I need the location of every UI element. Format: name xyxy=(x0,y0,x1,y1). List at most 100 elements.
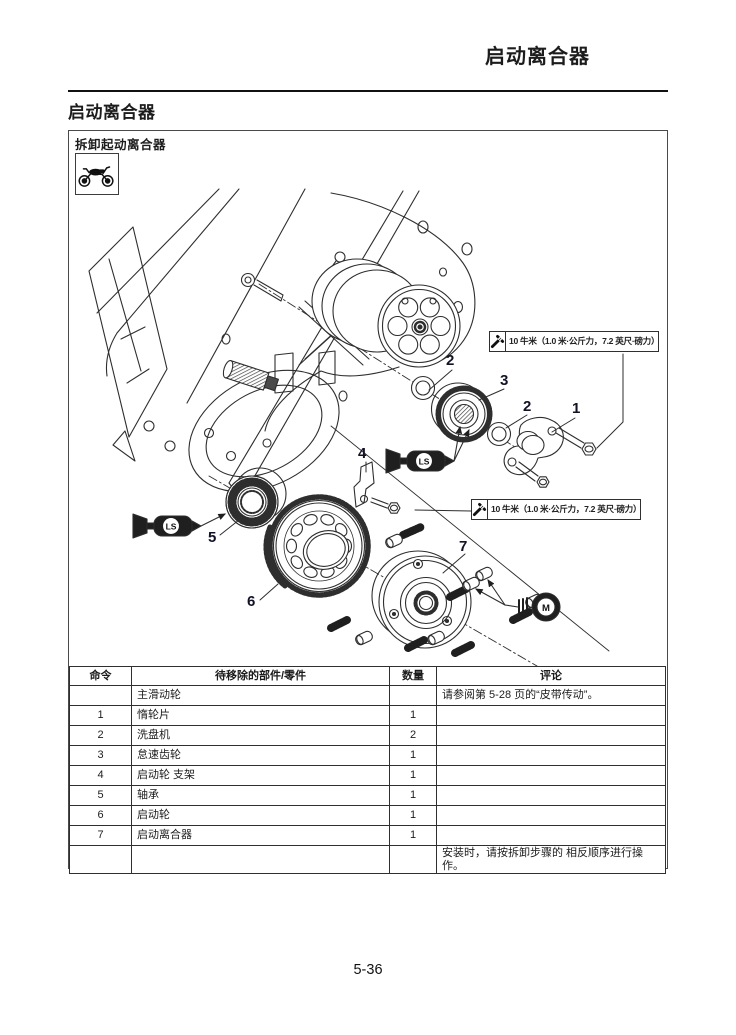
callout-5: 5 xyxy=(208,529,217,546)
lubricant-m-label: M xyxy=(542,603,550,614)
lubricant-ls-left: LS xyxy=(132,513,226,539)
needle-bearing xyxy=(225,467,287,529)
torque-wrench-icon xyxy=(490,332,506,351)
cell-remarks xyxy=(436,785,666,806)
bracket-bolt-a xyxy=(555,427,597,456)
washer-2b xyxy=(486,421,512,447)
page-number: 5-36 xyxy=(353,962,383,978)
cell-order: 7 xyxy=(69,825,132,846)
callout-1: 1 xyxy=(572,400,581,417)
primary-sliding-sheave xyxy=(311,258,461,368)
cell-order: 5 xyxy=(69,785,132,806)
table-row: 主滑动轮 请参阅第 5-28 页的“皮带传动”。 xyxy=(69,685,666,706)
cell-order: 1 xyxy=(69,705,132,726)
starter-bracket xyxy=(503,416,564,476)
cell-remarks xyxy=(436,825,666,846)
header-remarks: 评论 xyxy=(436,666,666,686)
bracket-bolt-b xyxy=(515,461,550,488)
cell-qty: 1 xyxy=(389,805,437,826)
spline-shaft xyxy=(222,360,279,392)
callout-2a: 2 xyxy=(446,352,455,369)
section-title: 启动离合器 xyxy=(68,103,156,122)
lubricant-ls-right-label: LS xyxy=(419,457,430,467)
callout-leaders xyxy=(219,353,624,601)
cell-qty: 2 xyxy=(389,725,437,746)
callout-7: 7 xyxy=(459,538,468,555)
starter-wheel-bracket xyxy=(353,461,375,508)
cell-remarks xyxy=(436,725,666,746)
torque-note-2: 10 牛米（1.0 米·公斤力，7.2 英尺·磅力） xyxy=(471,499,642,520)
idle-gear xyxy=(430,382,493,443)
cell-remarks xyxy=(436,745,666,766)
motorcycle-icon xyxy=(78,166,114,187)
cell-order: 4 xyxy=(69,765,132,786)
starter-wheel-gear xyxy=(263,494,371,598)
lubricant-ls-left-label: LS xyxy=(166,522,177,532)
procedure-box: 拆卸起动离合器 xyxy=(68,130,668,875)
lubricant-ls-right: LS xyxy=(385,425,470,474)
cell-part: 惰轮片 xyxy=(131,705,390,726)
table-header-row: 命令 待移除的部件/零件 数量 评论 xyxy=(69,666,666,686)
cell-part: 启动轮 xyxy=(131,805,390,826)
cell-qty xyxy=(389,844,437,875)
cell-order: 6 xyxy=(69,805,132,826)
cell-remarks xyxy=(436,805,666,826)
callout-6: 6 xyxy=(247,593,256,610)
torque-wrench-icon xyxy=(472,500,488,519)
torque-note-1: 10 牛米（1.0 米·公斤力，7.2 英尺·磅力） xyxy=(489,331,660,352)
cell-part: 启动离合器 xyxy=(131,825,390,846)
cell-part: 洗盘机 xyxy=(131,725,390,746)
cell-part: 怠速齿轮 xyxy=(131,745,390,766)
clutch-springs xyxy=(327,523,533,657)
cell-order: 3 xyxy=(69,745,132,766)
cell-qty: 1 xyxy=(389,765,437,786)
cell-part xyxy=(131,844,390,875)
exploded-diagram: LS LS xyxy=(69,131,666,666)
cell-order xyxy=(69,844,132,875)
cell-order: 2 xyxy=(69,725,132,746)
case-bolt xyxy=(240,272,284,302)
cell-part: 主滑动轮 xyxy=(131,685,390,706)
cell-qty: 1 xyxy=(389,785,437,806)
vehicle-icon-box xyxy=(75,153,119,195)
table-row: 安装时，请按拆卸步骤的 相反顺序进行操作。 xyxy=(69,844,666,875)
parts-table: 命令 待移除的部件/零件 数量 评论 主滑动轮 请参阅第 5-28 页的“皮带传动… xyxy=(69,666,666,875)
cell-qty: 1 xyxy=(389,745,437,766)
callout-4: 4 xyxy=(358,445,367,462)
cell-remarks xyxy=(436,765,666,786)
starter-clutch xyxy=(371,550,472,649)
cell-remarks: 安装时，请按拆卸步骤的 相反顺序进行操作。 xyxy=(436,844,666,875)
cell-qty: 1 xyxy=(389,825,437,846)
header-rule xyxy=(68,90,668,93)
torque-note-text: 10 牛米（1.0 米·公斤力，7.2 英尺·磅力） xyxy=(509,336,660,346)
page-header-title: 启动离合器 xyxy=(485,46,590,68)
cell-qty xyxy=(389,685,437,706)
bracket4-bolt xyxy=(370,497,401,514)
cell-qty: 1 xyxy=(389,705,437,726)
cell-part: 启动轮 支架 xyxy=(131,765,390,786)
header-qty: 数量 xyxy=(389,666,437,686)
washer-2a xyxy=(410,375,436,401)
header-part: 待移除的部件/零件 xyxy=(131,666,390,686)
diagram-line-art: LS LS xyxy=(88,188,624,666)
clutch-rollers xyxy=(355,533,543,646)
callout-3: 3 xyxy=(500,372,509,389)
callout-2b: 2 xyxy=(523,398,532,415)
cell-order xyxy=(69,685,132,706)
cell-remarks: 请参阅第 5-28 页的“皮带传动”。 xyxy=(436,685,666,706)
torque-note-text: 10 牛米（1.0 米·公斤力，7.2 英尺·磅力） xyxy=(491,504,642,514)
cell-part: 轴承 xyxy=(131,785,390,806)
header-order: 命令 xyxy=(69,666,132,686)
crankcase-outline xyxy=(88,188,610,652)
lubricant-m: M xyxy=(475,579,561,622)
procedure-title: 拆卸起动离合器 xyxy=(75,138,167,152)
